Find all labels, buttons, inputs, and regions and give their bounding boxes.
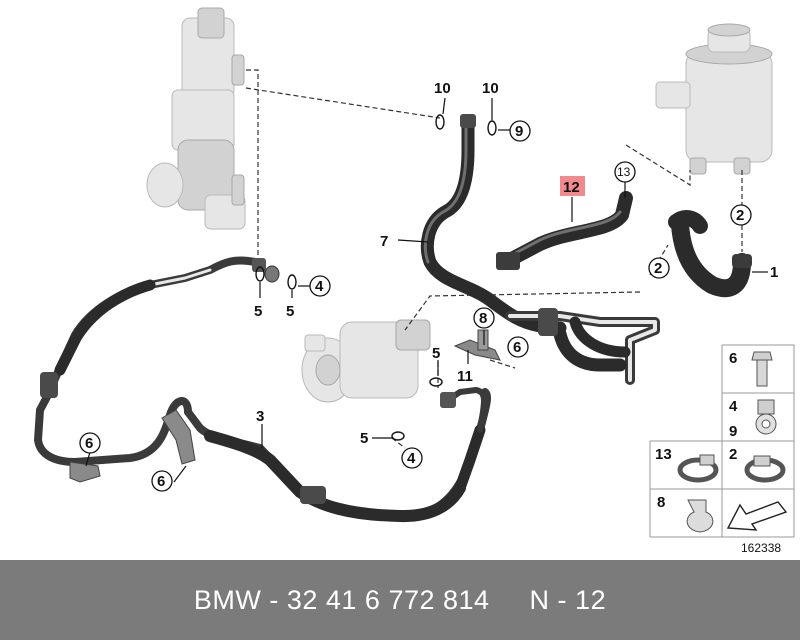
legend-label-9: 9 [729, 423, 737, 440]
legend-label-6: 6 [729, 350, 737, 367]
callout-6a: 6 [513, 339, 521, 356]
pipe-assembly [505, 308, 660, 385]
callout-10a: 10 [434, 80, 451, 97]
callout-2b: 2 [654, 260, 662, 277]
callout-5c: 5 [432, 345, 440, 362]
callout-5b: 5 [286, 303, 294, 320]
diagram-number: 162338 [741, 541, 781, 555]
callout-10b: 10 [482, 80, 499, 97]
highlight-12 [560, 176, 585, 196]
legend-label-2: 2 [729, 446, 737, 463]
reservoir-illustration [655, 23, 773, 175]
seal-rings [255, 114, 497, 441]
legend-label-8: 8 [657, 494, 665, 511]
footer-bar: BMW - 32 41 6 772 814 N - 12 [0, 560, 800, 640]
worm-clamp-icon [744, 455, 786, 483]
callout-7: 7 [380, 233, 388, 250]
legend-label-13: 13 [655, 446, 672, 463]
callout-5d: 5 [360, 430, 368, 447]
callout-3: 3 [256, 408, 264, 425]
brackets [69, 329, 501, 483]
hose-clamp-icon [677, 454, 719, 483]
callout-9: 9 [515, 123, 523, 140]
bolt-icon [751, 351, 773, 387]
banjo-bolt-icon [755, 399, 777, 435]
callout-12: 12 [563, 179, 580, 196]
callout-4b: 4 [407, 450, 416, 467]
callout-1: 1 [770, 264, 778, 281]
clip-icon [686, 499, 714, 533]
callout-11: 11 [457, 368, 473, 385]
pump-illustration [301, 319, 431, 403]
callout-5a: 5 [254, 303, 262, 320]
hose-12 [496, 191, 633, 270]
part-number-text: BMW - 32 41 6 772 814 N - 12 [193, 584, 607, 615]
callout-8: 8 [479, 310, 487, 327]
callouts: 10 10 9 7 12 13 2 2 1 4 5 5 8 6 5 11 3 5… [79, 80, 778, 492]
callout-6b: 6 [85, 435, 93, 452]
callout-2a: 2 [736, 207, 744, 224]
arrow-icon [726, 501, 788, 531]
legend-panel: 6 4 9 13 2 8 [649, 344, 795, 555]
callout-13: 13 [617, 165, 631, 179]
callout-4a: 4 [315, 278, 324, 295]
legend-label-4: 4 [729, 398, 738, 415]
callout-6c: 6 [157, 473, 165, 490]
line-3 [34, 256, 492, 523]
hose-1 [668, 210, 752, 298]
steering-gear-illustration [146, 7, 246, 230]
parts-diagram: 10 10 9 7 12 13 2 2 1 4 5 5 8 6 5 11 3 5… [34, 7, 795, 555]
